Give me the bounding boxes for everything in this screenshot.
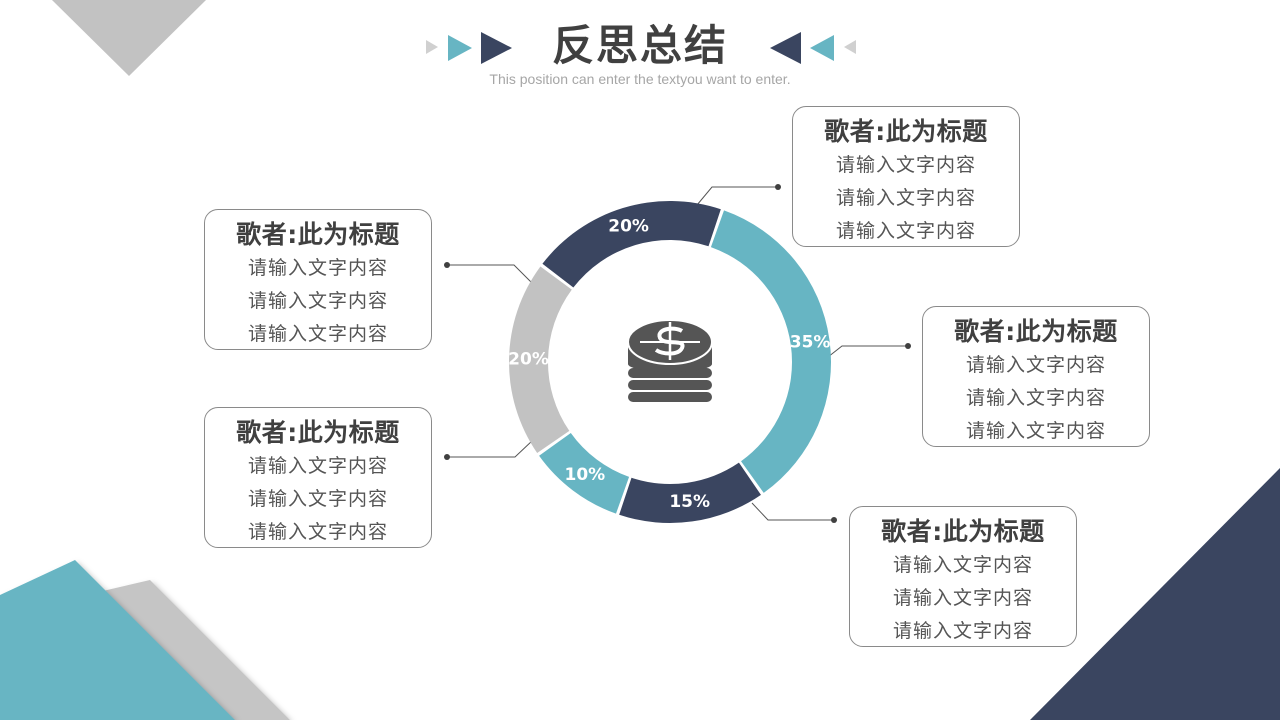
title-right-arrows-icon	[770, 32, 856, 64]
card-text-line: 请输入文字内容	[835, 187, 976, 209]
donut-slice-2	[542, 200, 721, 288]
donut-slice-3	[710, 210, 831, 493]
card-text-line: 请输入文字内容	[247, 488, 388, 510]
donut-slice-4	[619, 462, 761, 523]
connector-top-left-dot	[444, 262, 450, 268]
donut-slice-label-3: 35%	[790, 332, 831, 352]
card-text-line: 请输入文字内容	[835, 220, 976, 242]
connector-bottom-left-dot	[444, 454, 450, 460]
connector-bottom-right	[751, 502, 834, 521]
donut-slices	[508, 200, 831, 523]
card-title: 歌者:此为标题	[236, 418, 400, 447]
connector-right-dot	[905, 343, 911, 349]
connector-top-left	[447, 264, 532, 283]
bottom-left-teal-band	[0, 560, 235, 720]
connector-bottom-right-dot	[831, 517, 837, 523]
card-text-line: 请输入文字内容	[247, 323, 388, 345]
title-left-arrows-icon	[426, 32, 512, 64]
donut-slice-5	[539, 433, 630, 514]
card-title: 歌者:此为标题	[824, 117, 988, 146]
card-title: 歌者:此为标题	[236, 220, 400, 249]
card-text-line: 请输入文字内容	[247, 521, 388, 543]
dollar-coin-stack-icon	[627, 319, 713, 402]
card-text-line: 请输入文字内容	[247, 455, 388, 477]
bottom-right-navy-triangle	[1030, 468, 1280, 720]
connector-bottom-left	[447, 439, 534, 458]
card-text-line: 请输入文字内容	[892, 554, 1033, 576]
donut-slice-1	[508, 266, 572, 453]
info-card-bottom-left: 歌者:此为标题 请输入文字内容 请输入文字内容 请输入文字内容	[204, 407, 432, 548]
card-text-line: 请输入文字内容	[835, 154, 976, 176]
donut-slice-label-4: 15%	[669, 492, 710, 512]
info-card-bottom-right: 歌者:此为标题 请输入文字内容 请输入文字内容 请输入文字内容	[849, 506, 1077, 647]
donut-slice-labels: 20% 20% 35% 15% 10%	[508, 217, 830, 512]
page-title: 反思总结	[551, 21, 728, 70]
connector-top-right-dot	[775, 184, 781, 190]
info-card-top-right: 歌者:此为标题 请输入文字内容 请输入文字内容 请输入文字内容	[792, 106, 1020, 247]
donut-slice-label-2: 20%	[608, 217, 649, 237]
top-left-gray-triangle	[52, 0, 206, 76]
card-text-line: 请输入文字内容	[892, 620, 1033, 642]
card-text-line: 请输入文字内容	[965, 387, 1106, 409]
donut-slice-label-5: 10%	[564, 465, 605, 485]
connector-right	[827, 345, 908, 358]
card-text-line: 请输入文字内容	[247, 290, 388, 312]
card-text-line: 请输入文字内容	[965, 420, 1106, 442]
card-text-line: 请输入文字内容	[247, 257, 388, 279]
card-title: 歌者:此为标题	[954, 317, 1118, 346]
card-title: 歌者:此为标题	[881, 517, 1045, 546]
page-subtitle: This position can enter the textyou want…	[489, 71, 791, 87]
info-card-top-left: 歌者:此为标题 请输入文字内容 请输入文字内容 请输入文字内容	[204, 209, 432, 350]
card-text-line: 请输入文字内容	[965, 354, 1106, 376]
donut-slice-label-1: 20%	[508, 350, 549, 370]
connector-lines	[444, 184, 911, 523]
info-card-right: 歌者:此为标题 请输入文字内容 请输入文字内容 请输入文字内容	[922, 306, 1150, 447]
connector-top-right	[696, 186, 778, 206]
card-text-line: 请输入文字内容	[892, 587, 1033, 609]
